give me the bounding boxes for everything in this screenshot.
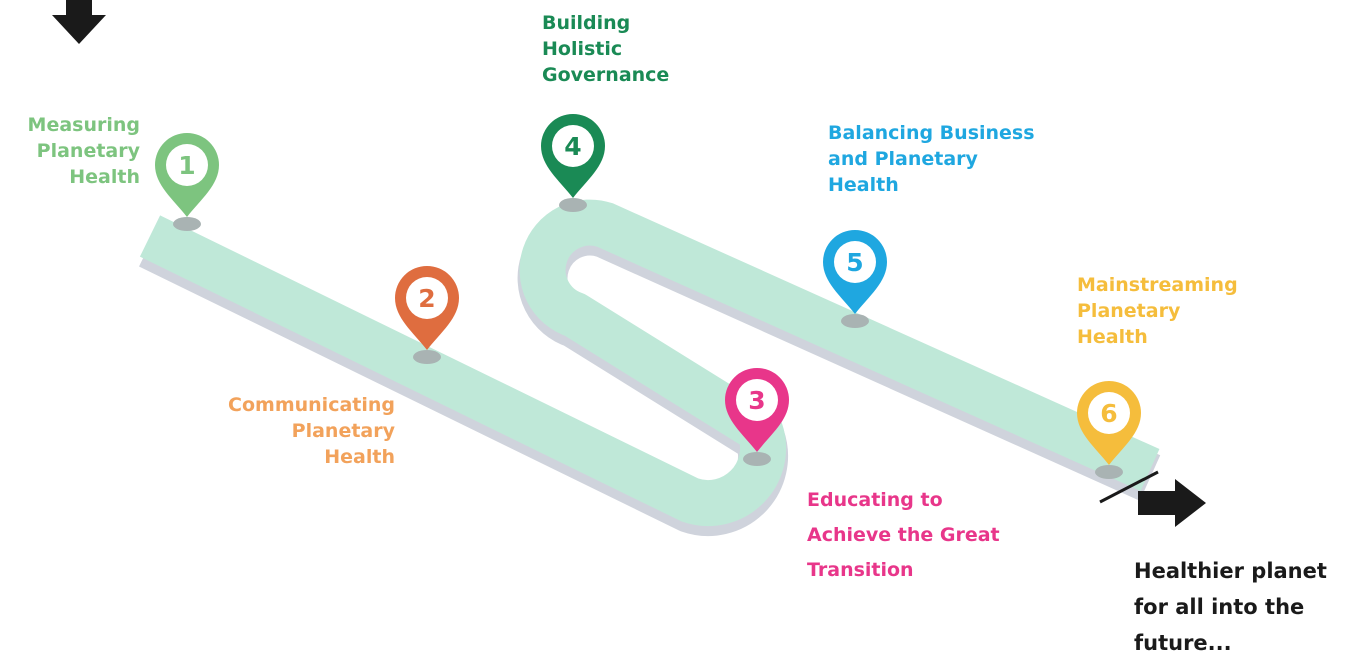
right-arrow-icon: [1138, 479, 1206, 527]
down-arrow-icon: [52, 0, 106, 44]
pin-shadow: [743, 452, 771, 466]
milestone-number: 2: [418, 284, 435, 313]
pin-center: [166, 144, 208, 186]
pin-shadow: [841, 314, 869, 328]
milestone-number: 4: [564, 132, 581, 161]
milestone-5-pin: 5: [823, 230, 887, 328]
milestone-1-pin: 1: [155, 133, 219, 231]
milestone-number: 6: [1100, 399, 1117, 428]
milestone-2-pin: 2: [395, 266, 459, 364]
pin-shadow: [1095, 465, 1123, 479]
milestone-number: 3: [748, 386, 765, 415]
pin-center: [834, 241, 876, 283]
milestone-6-pin: 6: [1077, 381, 1141, 479]
pin-shadow: [173, 217, 201, 231]
milestone-number: 1: [178, 151, 195, 180]
pin-shadow: [413, 350, 441, 364]
pin-center: [736, 379, 778, 421]
milestone-3-pin: 3: [725, 368, 789, 466]
pin-center: [552, 125, 594, 167]
pin-shadow: [559, 198, 587, 212]
pin-center: [1088, 392, 1130, 434]
milestone-4-pin: 4: [541, 114, 605, 212]
road-path: [139, 199, 1160, 527]
pin-center: [406, 277, 448, 319]
milestone-number: 5: [846, 248, 863, 277]
road-end-edge: [1099, 470, 1159, 504]
